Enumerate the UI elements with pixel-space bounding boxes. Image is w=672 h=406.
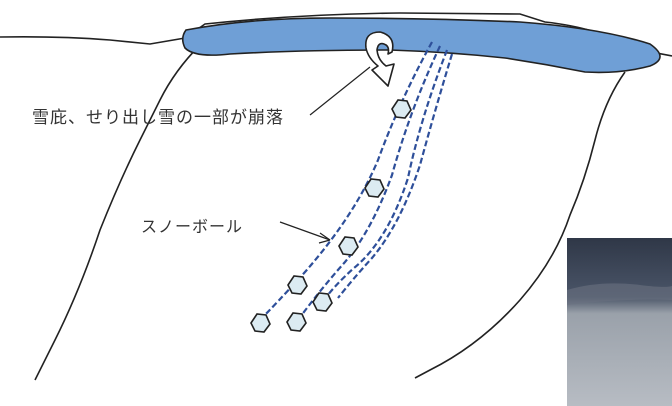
hexagon-icon (364, 178, 385, 198)
hexagon-icon (250, 313, 271, 333)
curved-arrow-icon (364, 31, 395, 87)
snowball-leader-line (279, 221, 331, 241)
trail-4 (337, 53, 454, 299)
left-slope-line (34, 44, 201, 381)
hexagon-icon (286, 312, 307, 332)
hexagon-icon (338, 236, 359, 256)
cornice (181, 17, 661, 74)
snowball-leader-arrowhead (318, 232, 331, 244)
trail-3 (323, 49, 449, 301)
hexagon-icon (287, 275, 308, 295)
right-slope-line (414, 71, 626, 379)
trail-1 (257, 41, 433, 323)
hexagon-icon (391, 99, 412, 119)
cornice-collapse-label: 雪庇、せり出し雪の一部が崩落 (32, 108, 284, 128)
photo-inset (567, 238, 672, 406)
hexagon-icon (312, 292, 333, 312)
snowball-label: スノーボール (141, 217, 244, 236)
snowballs (250, 99, 412, 333)
snowball-trails (257, 41, 454, 323)
cornice-leader-line (309, 66, 371, 116)
trail-2 (297, 45, 441, 321)
